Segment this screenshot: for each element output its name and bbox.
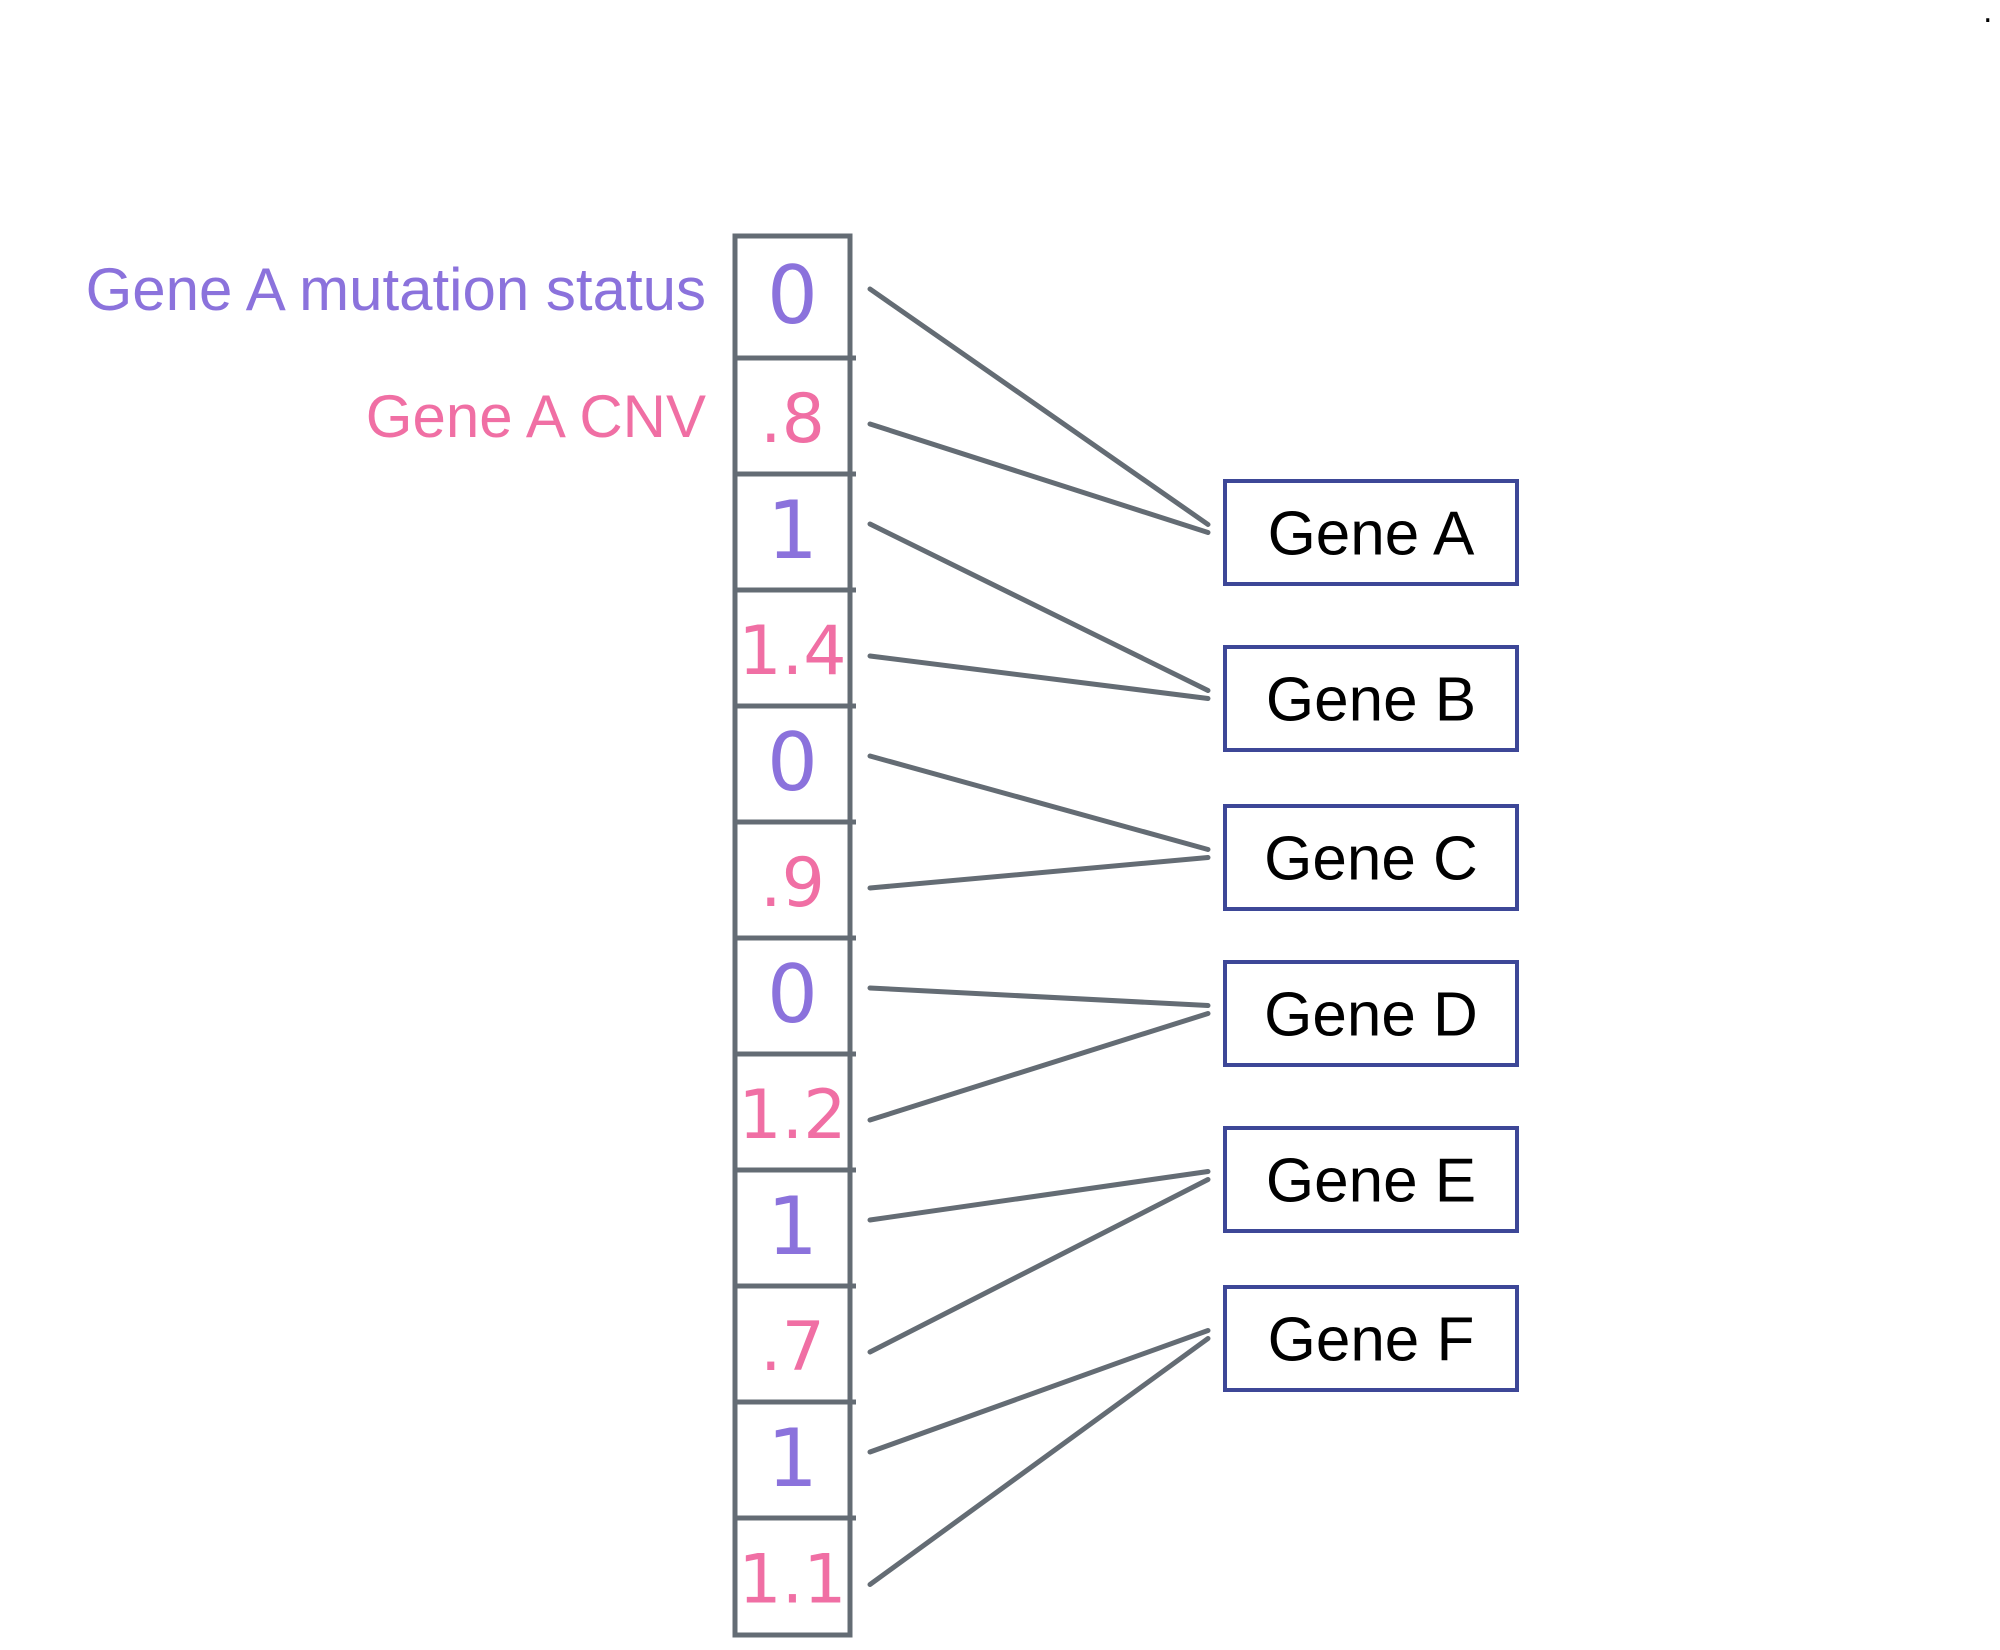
- mutation-status-cell: 1: [767, 484, 818, 577]
- connector-line: [867, 1177, 1211, 1355]
- connector-line: [867, 653, 1211, 701]
- cnv-cell: 1.4: [738, 612, 846, 691]
- connector-line: [867, 1328, 1211, 1455]
- connector-line: [867, 286, 1211, 527]
- gene-box-label: Gene E: [1266, 1147, 1476, 1216]
- mutation-status-cell: 0: [767, 249, 818, 342]
- connector-line: [867, 753, 1211, 852]
- cnv-cell: 1.1: [738, 1541, 846, 1620]
- gene-box-label: Gene C: [1264, 825, 1478, 894]
- cnv-cell: .8: [760, 380, 825, 459]
- gene-box-label: Gene B: [1266, 666, 1476, 735]
- connector-line: [867, 985, 1211, 1008]
- connector-line: [867, 421, 1211, 535]
- mutation-status-cell: 1: [767, 1180, 818, 1273]
- mutation-status-cell: 0: [767, 948, 818, 1041]
- connector-line: [867, 521, 1211, 693]
- gene-box-label: Gene F: [1268, 1306, 1475, 1375]
- gene-box: [1223, 645, 1519, 752]
- gene-box: [1223, 804, 1519, 911]
- mutation-status-cell: 1: [767, 1412, 818, 1505]
- connector-line: [867, 855, 1211, 891]
- mutation-status-label: Gene A mutation status: [86, 256, 706, 323]
- gene-box: [1223, 960, 1519, 1067]
- gene-box: [1223, 479, 1519, 586]
- connector-lines: [867, 286, 1211, 1587]
- gene-box: [1223, 1285, 1519, 1392]
- cnv-cell: 1.2: [738, 1076, 846, 1155]
- cnv-cell: .9: [760, 844, 825, 923]
- cnv-label: Gene A CNV: [366, 383, 706, 450]
- gene-box-group: Gene A Gene B Gene C Gene D Gene E Gene F: [1223, 479, 1519, 1392]
- gene-box-label: Gene D: [1264, 981, 1478, 1050]
- gene-box-label: Gene A: [1268, 500, 1475, 569]
- connector-line: [867, 1169, 1211, 1223]
- gene-box: [1223, 1126, 1519, 1233]
- corner-mark: .: [1983, 0, 1993, 30]
- connector-line: [867, 1336, 1211, 1587]
- cnv-cell: .7: [760, 1308, 825, 1387]
- mutation-status-cell: 0: [767, 716, 818, 809]
- feature-column: 0 .8 1 1.4 0 .9 0 1.2 1 .7 1 1.1: [732, 233, 856, 1638]
- connector-line: [867, 1011, 1211, 1123]
